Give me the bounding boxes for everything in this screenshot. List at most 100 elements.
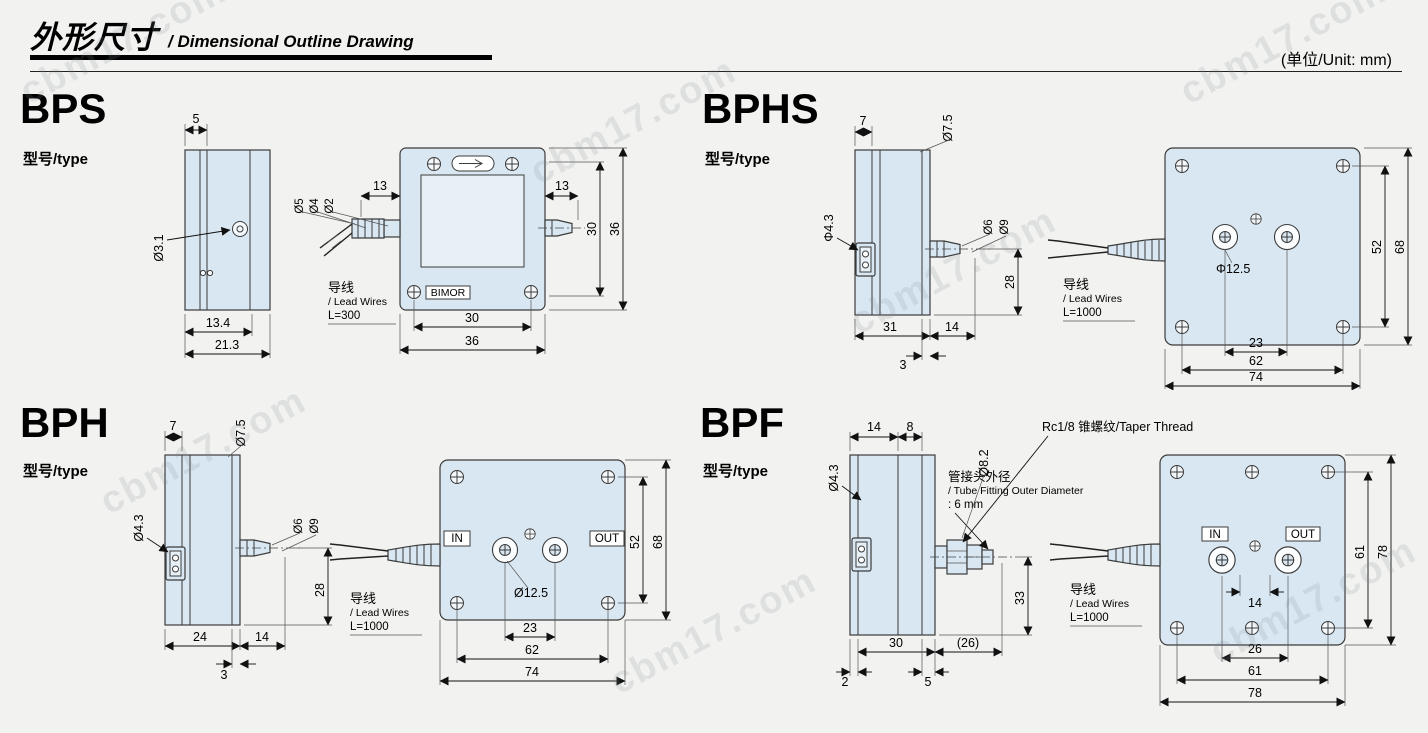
bphs-lead-en: / Lead Wires — [1063, 293, 1122, 305]
bpf-lead-zh: 导线 — [1070, 582, 1096, 597]
cable-boot — [1107, 238, 1166, 262]
screw-icon — [427, 157, 441, 171]
bph-side-view: 7 Ø7.5 Ø4.3 Ø6 Ø9 28 24 14 3 — [132, 419, 333, 682]
page-header: 外形尺寸 / Dimensional Outline Drawing — [30, 12, 414, 57]
bphs-dim-flange: 7 — [860, 114, 867, 128]
bpf-callout-thread: Rc1/8 锥螺纹/Taper Thread — [1042, 420, 1193, 434]
bps-dim-flange: 5 — [193, 112, 200, 126]
screw-icon — [1321, 465, 1335, 479]
screw-icon — [524, 285, 538, 299]
bphs-dim-w-noz: 14 — [945, 320, 959, 334]
bphs-dim-pitch-h: 62 — [1249, 354, 1263, 368]
bphs-dim-pitch-v: 52 — [1370, 240, 1384, 254]
bps-dim-hole: Ø3.1 — [152, 234, 166, 261]
screw-icon — [450, 596, 464, 610]
bps-dim-w-inner-front: 30 — [465, 311, 479, 325]
bph-in-label: IN — [451, 533, 463, 545]
bps-dim-off-left: 13 — [373, 179, 387, 193]
bph-dim-pitch-v: 52 — [628, 535, 642, 549]
bphs-dim-w-total: 74 — [1249, 370, 1263, 384]
bps-dim-w-total: 21.3 — [215, 338, 239, 352]
bph-front-view: IN OUT Ø12.5 52 68 23 62 — [329, 459, 671, 686]
bph-dim-port-d: Ø12.5 — [514, 586, 548, 600]
bpf-dim-w2: 8 — [907, 420, 914, 434]
bps-dim-w-inner: 13.4 — [206, 316, 230, 330]
bpf-in-label: IN — [1209, 529, 1221, 541]
bphs-dim-noz-d6: Ø6 — [983, 219, 995, 234]
bphs-dim-h-port: 28 — [1003, 275, 1017, 289]
header-rule — [30, 71, 1402, 72]
unit-label: (单位/Unit: mm) — [1280, 52, 1392, 69]
screw-icon — [1175, 320, 1189, 334]
screw-icon — [1249, 540, 1261, 552]
bph-dim-w-total: 74 — [525, 665, 539, 679]
screw-icon — [524, 528, 536, 540]
bpf-callout-tube-en: / Tube Fitting Outer Diameter — [948, 485, 1084, 497]
screw-icon — [1170, 621, 1184, 635]
bpf-dim-h-total: 78 — [1376, 545, 1390, 559]
bphs-dim-dome: Ø7.5 — [941, 114, 955, 141]
bps-dim-w-total-front: 36 — [465, 334, 479, 348]
bph-lead-len: L=1000 — [350, 621, 389, 633]
bphs-dim-port-pitch: 23 — [1249, 336, 1263, 350]
bph-dim-dome: Ø7.5 — [234, 419, 248, 446]
bph-dim-pitch-h: 62 — [525, 643, 539, 657]
bpf-dim-w-total: 78 — [1248, 686, 1262, 700]
bpf-drawing: Rc1/8 锥螺纹/Taper Thread 管接头外径 / Tube Fitt… — [827, 420, 1396, 707]
port-icon — [1211, 223, 1239, 251]
bphs-dim-w-body: 31 — [883, 320, 897, 334]
bpf-front-view: IN OUT 14 61 78 26 61 — [1049, 454, 1396, 707]
port-icon — [1208, 546, 1236, 574]
bpf-dim-pitch-h: 61 — [1248, 664, 1262, 678]
screw-icon — [601, 470, 615, 484]
bpf-dim-port-pitch: 26 — [1248, 642, 1262, 656]
bpf-side-view: Rc1/8 锥螺纹/Taper Thread 管接头外径 / Tube Fitt… — [827, 420, 1193, 689]
bphs-lead-len: L=1000 — [1063, 307, 1102, 319]
bphs-model-title: BPHS — [702, 85, 819, 132]
bps-dim-off-right: 13 — [555, 179, 569, 193]
header-bar — [30, 55, 492, 60]
bpf-dim-w-body: 30 — [889, 636, 903, 650]
bps-front-view: BIMOR Ø5 Ø4 Ø2 13 13 — [294, 147, 628, 355]
bph-dim-h-port: 28 — [313, 583, 327, 597]
bph-dim-off: 3 — [221, 668, 228, 682]
bpf-dim-off2: 5 — [925, 675, 932, 689]
bphs-drawing: 7 Ø7.5 Φ4.3 Ø6 Ø9 28 31 14 3 — [822, 114, 1413, 390]
cable-boot — [387, 543, 441, 567]
bph-dim-w-noz: 14 — [255, 630, 269, 644]
screw-icon — [1336, 159, 1350, 173]
bpf-lead-en: / Lead Wires — [1070, 598, 1129, 610]
bps-drawing: 5 Ø3.1 13.4 21.3 BIMOR — [152, 112, 628, 359]
bph-dim-noz-d6: Ø6 — [293, 518, 305, 533]
bps-dim-h-total: 36 — [608, 222, 622, 236]
bpf-dim-gap: 14 — [1248, 596, 1262, 610]
bphs-dim-off: 3 — [900, 358, 907, 372]
port-icon — [541, 536, 569, 564]
bps-dim-wire-d4: Ø4 — [309, 198, 321, 214]
bphs-dim-hole: Φ4.3 — [822, 214, 836, 241]
port-icon — [1274, 546, 1302, 574]
bphs-lead-zh: 导线 — [1063, 277, 1089, 292]
bph-lead-en: / Lead Wires — [350, 607, 409, 619]
bps-model-title: BPS — [20, 85, 107, 132]
bph-out-label: OUT — [595, 533, 619, 545]
bps-lead-len: L=300 — [328, 310, 360, 322]
screw-icon — [601, 596, 615, 610]
cable-boot — [1107, 543, 1161, 567]
bpf-dim-w1: 14 — [867, 420, 881, 434]
bpf-out-label: OUT — [1291, 529, 1315, 541]
bph-model-title: BPH — [20, 399, 109, 446]
bphs-dim-noz-d9: Ø9 — [999, 219, 1011, 234]
page-title-en: / Dimensional Outline Drawing — [168, 32, 414, 51]
bpf-dim-pitch-v: 61 — [1353, 545, 1367, 559]
bph-dim-h-total: 68 — [651, 535, 665, 549]
flow-arrow-icon — [459, 159, 484, 168]
bphs-type-label: 型号/type — [705, 151, 771, 168]
bpf-dim-hole: Ø4.3 — [827, 464, 841, 491]
bphs-side-view: 7 Ø7.5 Φ4.3 Ø6 Ø9 28 31 14 3 — [822, 114, 1023, 372]
port-icon — [1273, 223, 1301, 251]
bphs-front-view: Φ12.5 52 68 23 62 74 — [1047, 147, 1413, 390]
bpf-dim-fit-d: Ø8.2 — [977, 449, 991, 476]
bpf-callout-tube-val: : 6 mm — [948, 499, 983, 511]
